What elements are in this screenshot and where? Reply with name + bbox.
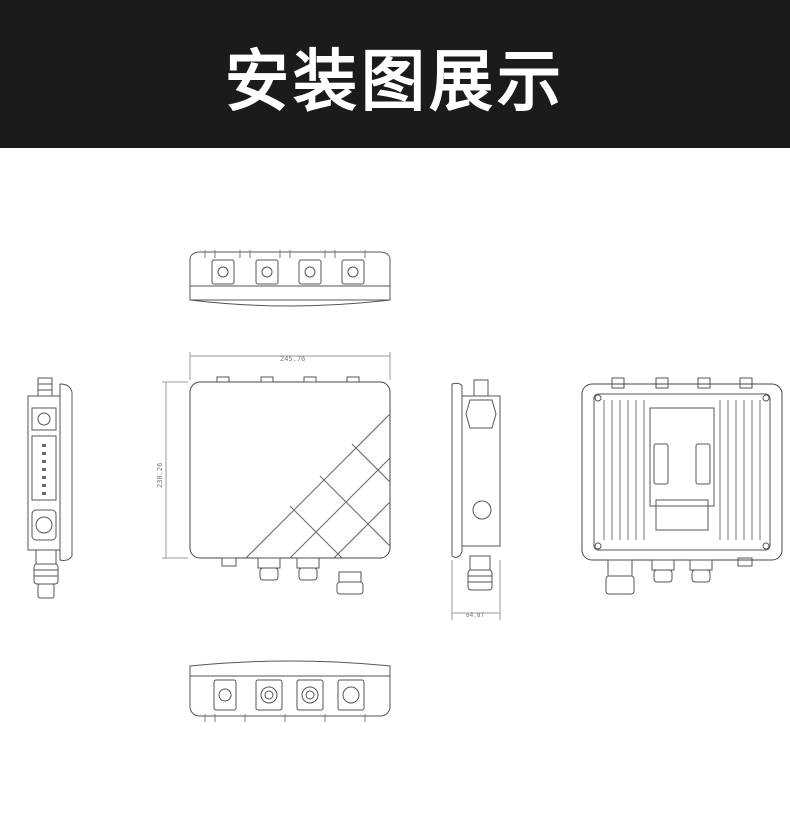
- title-banner: 安装图展示: [0, 0, 790, 148]
- front-view: 245.76 230.26: [156, 352, 391, 595]
- installation-drawing: 245.76 230.26: [0, 148, 790, 835]
- dimension-width-label: 245.76: [280, 355, 305, 363]
- left-side-view: [27, 377, 73, 599]
- page-title: 安装图展示: [225, 43, 565, 122]
- bottom-view: [189, 660, 391, 722]
- top-view: [189, 250, 391, 307]
- dimension-height-label: 230.26: [156, 463, 164, 488]
- right-side-view: 64.87: [451, 379, 501, 620]
- back-view: [581, 377, 783, 595]
- dimension-depth-label: 64.87: [466, 612, 484, 619]
